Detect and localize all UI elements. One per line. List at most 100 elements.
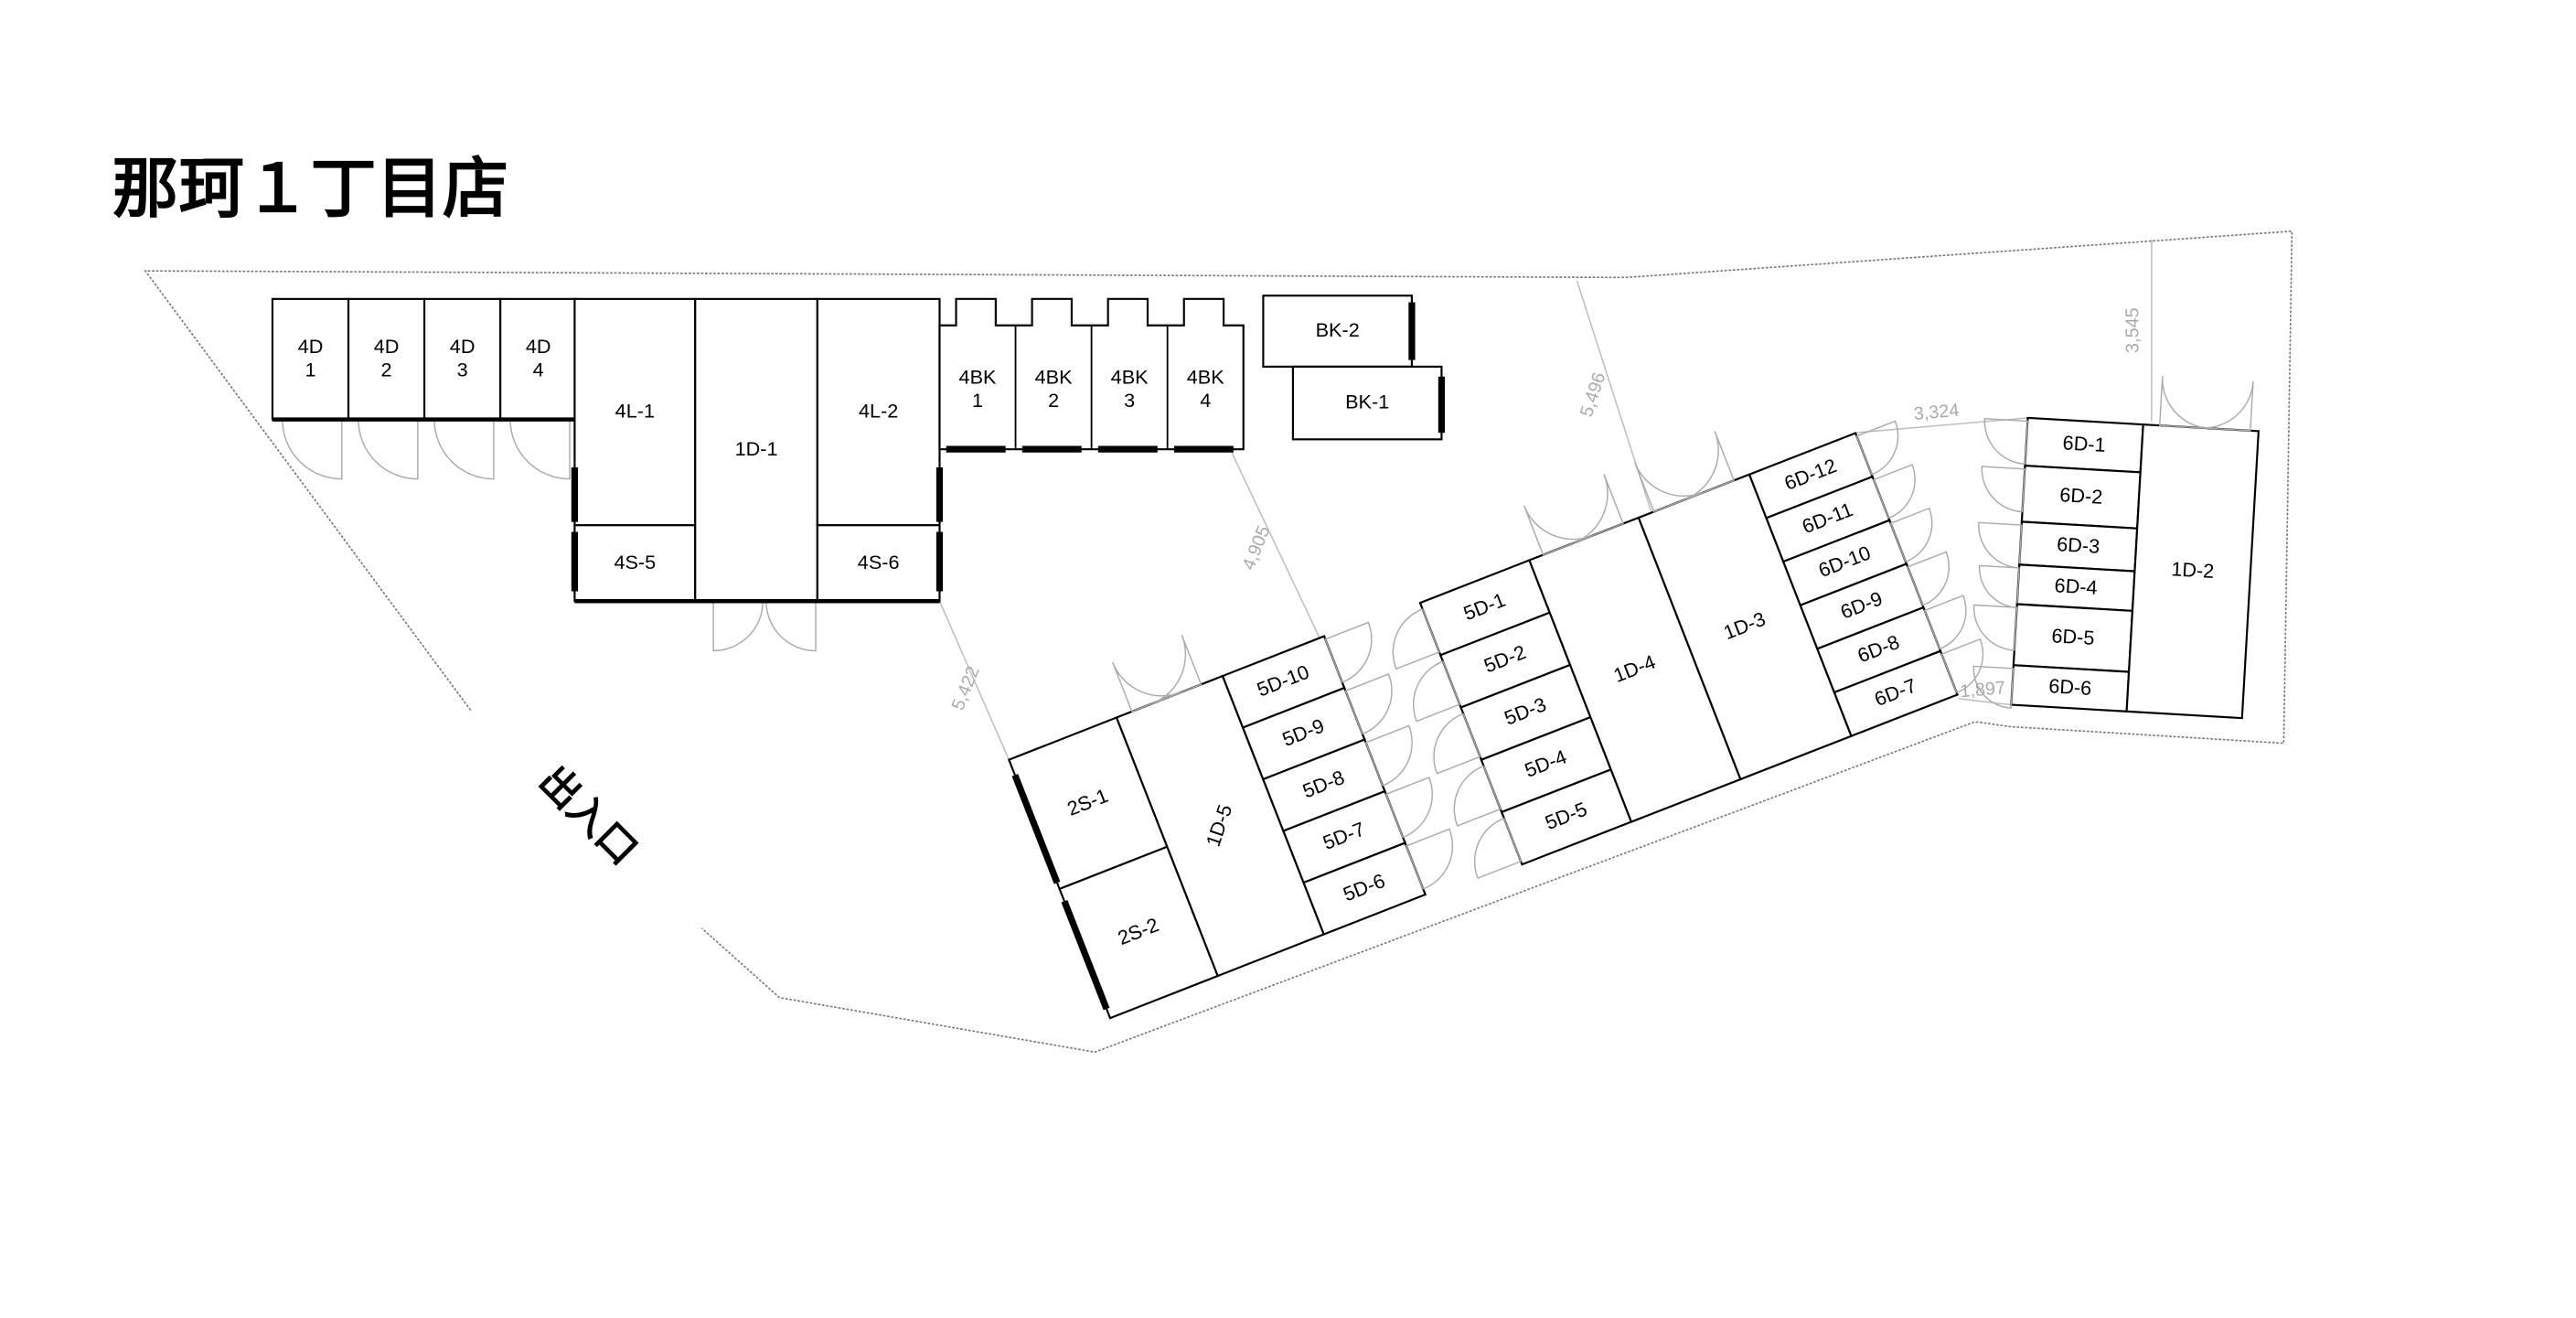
unit-outline [347, 297, 426, 421]
unit-label: 1D-2 [2171, 557, 2215, 583]
shutter-door-bar [1011, 774, 1061, 884]
storage-unit[interactable]: 5D-8 [1261, 738, 1386, 832]
storage-unit[interactable]: 4S-6 [816, 524, 941, 603]
door-swing-icon [1907, 551, 1951, 606]
door-swing-icon [1453, 765, 1502, 827]
door-swing-icon [1112, 661, 1181, 713]
unit-label-line: 4L-2 [859, 399, 898, 422]
door-swing-icon [282, 418, 343, 480]
unit-label-line: 4L-1 [615, 399, 655, 422]
door-swing-icon [1344, 673, 1393, 735]
door-swing-icon [2200, 380, 2254, 432]
storage-unit[interactable]: 4L-2 [816, 297, 941, 527]
unit-outline [573, 297, 697, 527]
storage-unit[interactable]: 6D-6 [2010, 664, 2131, 713]
storage-unit[interactable]: 6D-3 [2018, 520, 2139, 573]
storage-unit[interactable]: 6D-4 [2015, 563, 2136, 612]
unit-label: 4L-1 [615, 399, 655, 422]
unit-label: BK-2 [1316, 318, 1360, 341]
storage-unit[interactable]: 2S-1 [1007, 716, 1169, 891]
storage-unit[interactable]: BK-2 [1262, 295, 1414, 368]
unit-label-line: 4D [298, 335, 324, 358]
unit-label-line: 4BK [1111, 365, 1149, 388]
storage-unit[interactable]: 1D-3 [1637, 473, 1853, 781]
unit-outline [573, 524, 697, 603]
storage-unit[interactable]: 1D-2 [2125, 423, 2261, 720]
door-swing-icon [1889, 507, 1933, 563]
storage-unit[interactable]: 4L-1 [573, 297, 697, 527]
dimension-label: 3,545 [2122, 307, 2143, 353]
unit-label: 1D-1 [735, 437, 778, 460]
door-swing-icon [509, 418, 571, 480]
storage-unit[interactable]: 6D-7 [1833, 649, 1959, 738]
storage-unit[interactable]: 4S-5 [573, 524, 697, 603]
door-swing-icon [1972, 604, 2018, 651]
unit-label-line: 4D [526, 335, 551, 358]
dimension-label: 4,905 [1239, 523, 1275, 573]
door-swing-icon [358, 418, 419, 480]
building-east: 6D-1 6D-2 6D-3 6D-4 6D-5 6D-6 1D-2 [1972, 376, 2261, 720]
door-swing-icon [1384, 777, 1433, 839]
door-swing-icon [1433, 713, 1481, 775]
door-swing-icon [1978, 521, 2023, 569]
dimension-label: 3,324 [1913, 401, 1960, 424]
door-swing-icon [1324, 621, 1373, 683]
door-swing-icon [1981, 466, 2026, 513]
storage-unit[interactable]: BK-1 [1291, 365, 1443, 441]
unit-label: 4L-2 [859, 399, 898, 422]
storage-unit[interactable]: 5D-7 [1282, 789, 1406, 884]
storage-unit[interactable]: 6D-5 [2012, 603, 2134, 673]
unit-label-line: 3 [457, 358, 468, 380]
door-swing-icon [1405, 828, 1454, 890]
storage-unit[interactable]: 1D-4 [1528, 516, 1742, 823]
unit-label-line: BK-1 [1345, 390, 1389, 413]
storage-unit[interactable]: 5D-6 [1302, 841, 1427, 936]
dimension-label: 1,897 [1959, 678, 2005, 702]
unit-label: 6D-5 [2051, 624, 2095, 649]
unit-label-line: 6D-4 [2054, 573, 2098, 599]
shutter-door-bar [1061, 900, 1110, 1011]
door-swing-icon [1151, 635, 1202, 705]
unit-label-line: 4S-5 [614, 550, 656, 573]
door-swing-icon [1972, 665, 2015, 709]
door-swing-icon [1413, 660, 1461, 723]
door-swing-icon [1523, 505, 1593, 556]
storage-unit[interactable]: 1D-5 [1115, 674, 1326, 978]
unit-label-line: 6D-3 [2057, 532, 2100, 558]
door-swing-icon [712, 600, 764, 652]
unit-label: 6D-3 [2057, 532, 2100, 558]
storage-unit[interactable]: 6D-2 [2020, 464, 2142, 530]
unit-label-line: 1 [305, 358, 315, 380]
storage-unit[interactable]: 1D-1 [694, 297, 818, 603]
unit-label-line: 2 [381, 358, 392, 380]
unit-outline [816, 524, 941, 603]
door-swing-icon [1634, 462, 1704, 513]
unit-label-line: 6D-2 [2059, 483, 2103, 509]
unit-label: 6D-6 [2048, 674, 2092, 700]
site-boundary-top [144, 230, 2293, 1054]
unit-label-line: 1 [972, 389, 983, 412]
storage-unit[interactable]: 6D-1 [2024, 416, 2144, 474]
unit-label-line: 4BK [1035, 365, 1073, 388]
door-swing-icon [1364, 724, 1413, 787]
door-swing-icon [2158, 376, 2209, 430]
unit-label-line: 4S-6 [858, 550, 900, 573]
door-swing-icon [433, 418, 495, 480]
unit-label-line: 6D-5 [2051, 624, 2095, 649]
door-swing-icon [1855, 420, 1899, 476]
unit-label-line: 4D [450, 335, 476, 358]
